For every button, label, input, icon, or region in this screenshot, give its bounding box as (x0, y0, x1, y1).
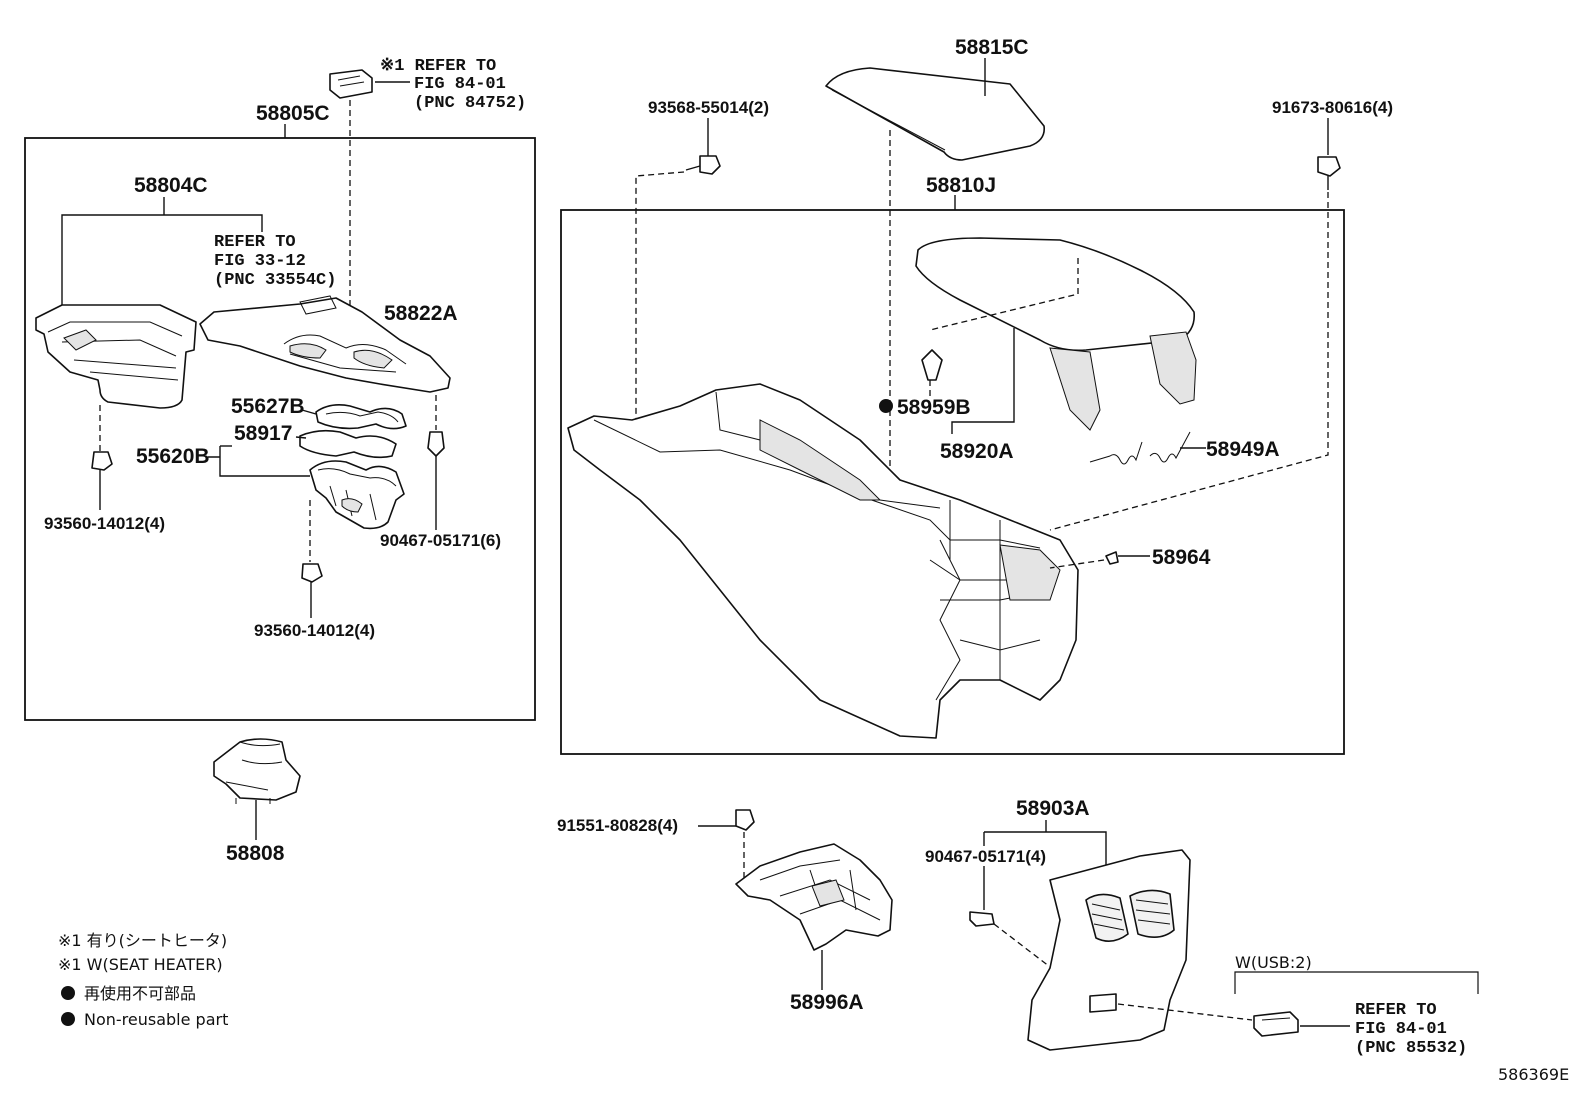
label-58920A: 58920A (940, 440, 1014, 463)
part-58920A: 58920A (915, 237, 1197, 463)
group-frame-right (560, 209, 1345, 755)
label-58808: 58808 (226, 842, 285, 865)
label-58949A: 58949A (1206, 438, 1280, 461)
label-91551-80828: 91551-80828(4) (557, 816, 678, 835)
part-58996A: 91551-80828(4) 58996A (557, 809, 893, 1014)
group-frame-left (24, 137, 536, 721)
ref-usb-line1: REFER TO (1355, 1001, 1437, 1020)
part-usb-port: W(USB:2) REFER TO FIG 84-01 (PNC 85532) (1234, 953, 1479, 1058)
part-90467-05171-a: 90467-05171(6) (380, 431, 501, 550)
ref-usb-line3: (PNC 85532) (1355, 1039, 1467, 1058)
label-58815C: 58815C (955, 36, 1029, 59)
label-58964: 58964 (1152, 546, 1211, 569)
label-93560-14012-b: 93560-14012(4) (254, 621, 375, 640)
label-93560-14012-a: 93560-14012(4) (44, 514, 165, 533)
legend-line-4: Non-reusable part (84, 1010, 228, 1029)
part-58903A: 58903A 90467-05171(4) (925, 797, 1253, 1051)
ref-left-line2: FIG 33-12 (214, 252, 306, 271)
label-90467-05171-a: 90467-05171(6) (380, 531, 501, 550)
ref-top-line1: ※1 REFER TO (380, 57, 496, 76)
part-58964: 58964 (1049, 546, 1211, 569)
legend-line-2: ※1 W(SEAT HEATER) (58, 955, 223, 974)
legend-bullet-1 (61, 986, 75, 1000)
label-58822A: 58822A (384, 302, 458, 325)
part-58804C: 58804C 93560-14012(4) (35, 174, 263, 533)
part-58808: 58808 (213, 738, 301, 865)
label-58959B: 58959B (897, 396, 971, 419)
label-93568-55014: 93568-55014(2) (648, 98, 769, 117)
label-usb-condition: W(USB:2) (1235, 953, 1312, 972)
legend-line-3: 再使用不可部品 (84, 984, 196, 1003)
part-58810J-console-box (567, 383, 1079, 739)
label-58996A: 58996A (790, 991, 864, 1014)
part-58917: 58917 (234, 422, 397, 459)
ref-top-line2: FIG 84-01 (414, 75, 506, 94)
part-58822A: 58822A (199, 295, 458, 430)
ref-usb-line2: FIG 84-01 (1355, 1020, 1447, 1039)
label-55620B: 55620B (136, 445, 210, 468)
legend-line-1: ※1 有り(シートヒータ) (58, 931, 227, 950)
part-58959B: 58959B (879, 349, 971, 419)
label-58917: 58917 (234, 422, 292, 445)
part-58949A: 58949A (1089, 431, 1280, 465)
part-91673-80616: 91673-80616(4) (1049, 98, 1393, 531)
label-55627B: 55627B (231, 395, 305, 418)
label-90467-05171-b: 90467-05171(4) (925, 847, 1046, 866)
label-58810J: 58810J (926, 174, 996, 197)
part-58815C: 58815C (825, 36, 1046, 161)
diagram-id: 586369E (1498, 1065, 1569, 1084)
label-58805C: 58805C (256, 102, 330, 125)
ref-left-line1: REFER TO (214, 233, 296, 252)
part-seat-heater-switch: ※1 REFER TO FIG 84-01 (PNC 84752) (329, 57, 526, 325)
non-reusable-marker (879, 399, 893, 413)
legend: ※1 有り(シートヒータ) ※1 W(SEAT HEATER) 再使用不可部品 … (58, 931, 228, 1029)
part-93568-55014: 93568-55014(2) (635, 98, 769, 420)
part-55620B: 55620B 93560-14012(4) (136, 445, 405, 640)
label-58804C: 58804C (134, 174, 208, 197)
ref-left-line3: (PNC 33554C) (214, 271, 336, 290)
ref-top-line3: (PNC 84752) (414, 94, 526, 113)
label-91673-80616: 91673-80616(4) (1272, 98, 1393, 117)
part-55627B: 55627B (231, 395, 407, 430)
legend-bullet-2 (61, 1012, 75, 1026)
label-58903A: 58903A (1016, 797, 1090, 820)
